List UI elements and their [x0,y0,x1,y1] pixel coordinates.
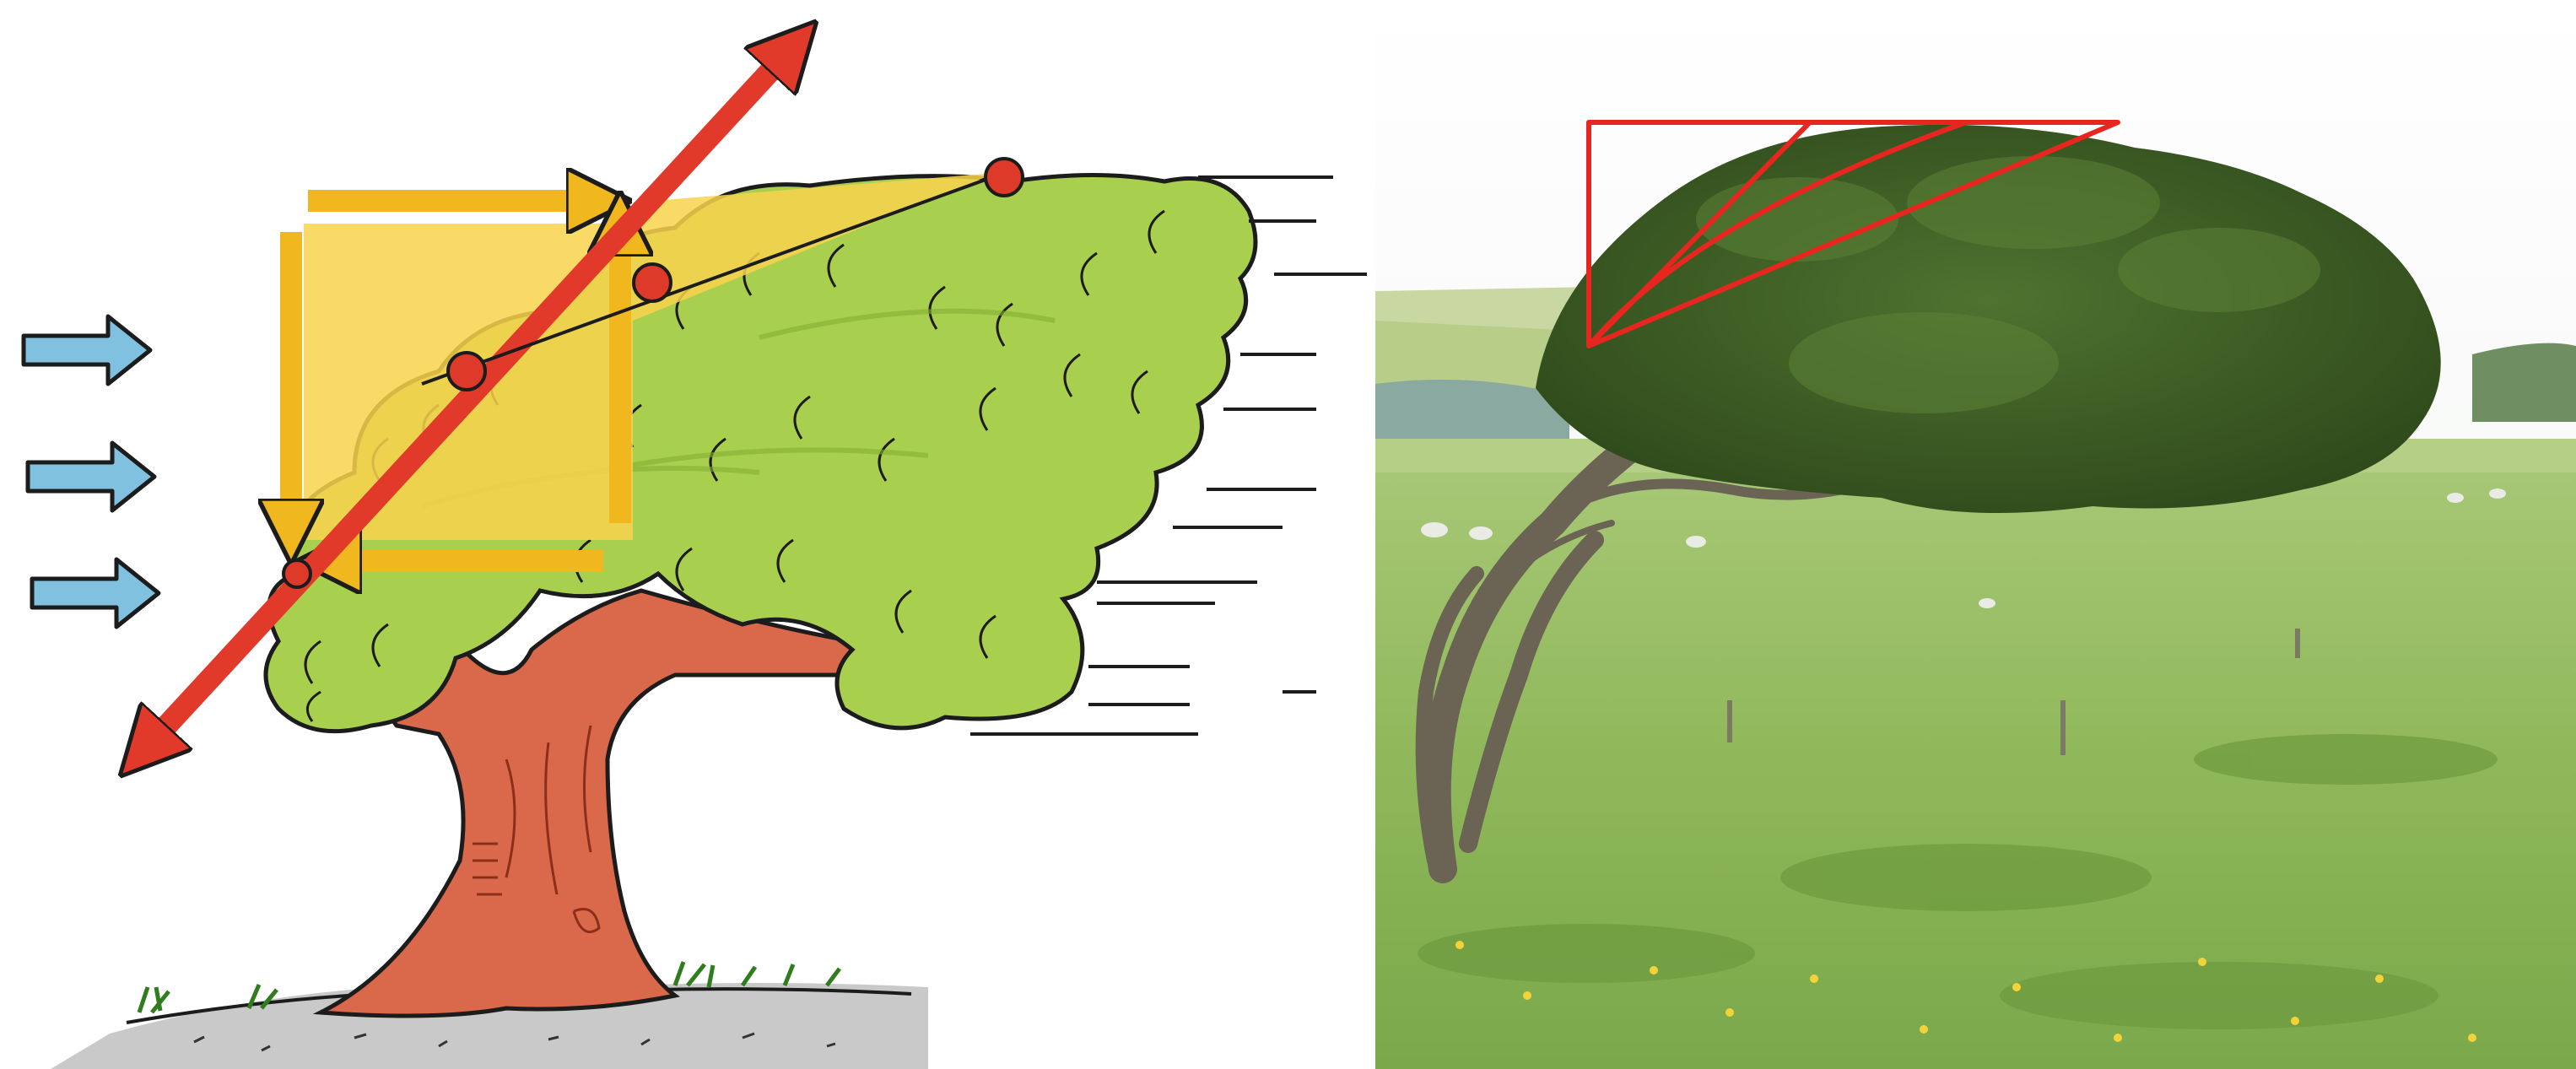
wind-arrows [24,316,159,627]
node-dot-icon [634,264,671,301]
sketch-svg [0,0,1375,1069]
wind-arrow-right-icon [28,443,154,510]
wind-arrow-right-icon [32,559,159,627]
wind-arrow-right-icon [24,316,150,384]
node-dot-icon [986,159,1023,196]
node-dot-icon [448,353,485,390]
photo-panel [1375,0,2576,1069]
photo-svg [1375,0,2576,1069]
node-dot-icon [284,560,311,587]
sketch-panel [0,0,1375,1069]
